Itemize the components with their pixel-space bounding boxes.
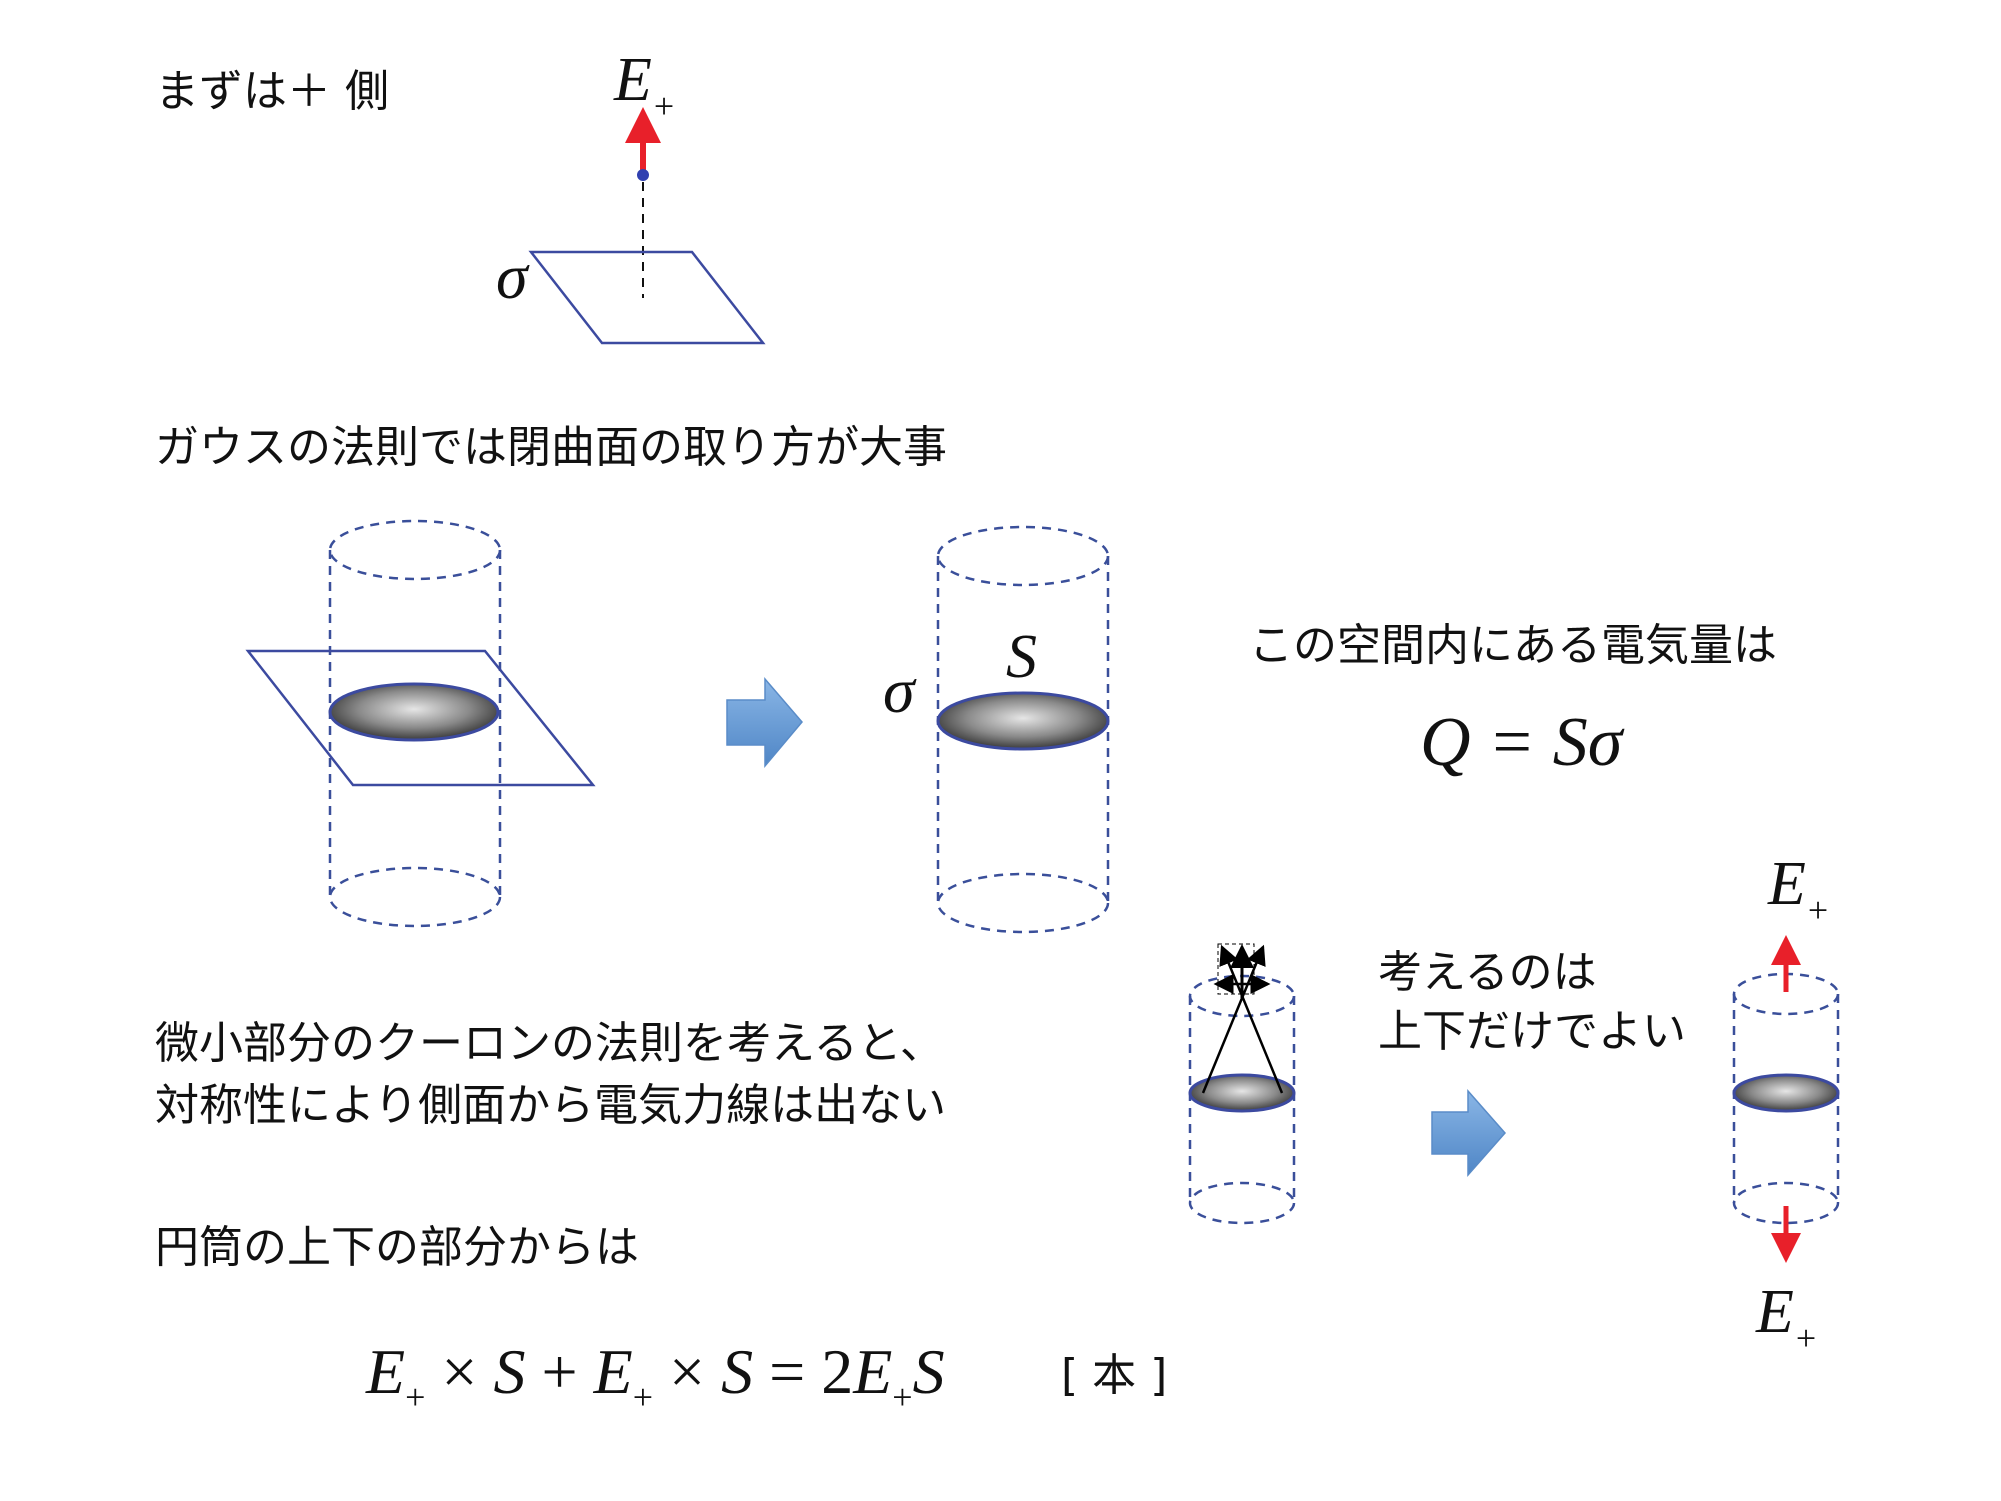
right-cylinder-flux (1732, 972, 1840, 1225)
heading-gauss-law: ガウスの法則では閉曲面の取り方が大事 (155, 422, 947, 473)
coulomb-text-line1: 微小部分のクーロンの法則を考えると、 (155, 1018, 944, 1069)
sigma-label-2: σ (883, 655, 917, 726)
unit-label: [ 本 ] (1061, 1350, 1167, 1401)
charged-plane (528, 250, 766, 345)
flux-formula: E+ × S + E+ × S = 2E+S (365, 1336, 945, 1417)
field-label-bottom: E+ (1755, 1278, 1816, 1358)
sigma-label: σ (496, 241, 530, 312)
gaussian-cylinder (936, 525, 1110, 934)
field-label-top: E+ (1767, 850, 1828, 930)
small-cylinder-coulomb (1188, 943, 1296, 1225)
right-block-arrow-icon (726, 676, 803, 769)
gaussian-cylinder-with-plane (245, 519, 596, 928)
charge-formula: Q = Sσ (1420, 704, 1625, 781)
field-label-e-plus: E+ (613, 46, 674, 126)
charge-description: この空間内にある電気量は (1249, 620, 1777, 671)
note-line2: 上下だけでよい (1378, 1006, 1686, 1057)
note-line1: 考えるのは (1378, 947, 1597, 998)
heading-plus-side: まずは＋ 側 (155, 66, 389, 117)
area-label-s: S (1006, 623, 1037, 691)
heading-top-bottom: 円筒の上下の部分からは (155, 1222, 639, 1273)
point-dot (637, 169, 649, 181)
coulomb-text-line2: 対称性により側面から電気力線は出ない (155, 1080, 946, 1131)
right-block-arrow-icon-2 (1431, 1089, 1506, 1177)
